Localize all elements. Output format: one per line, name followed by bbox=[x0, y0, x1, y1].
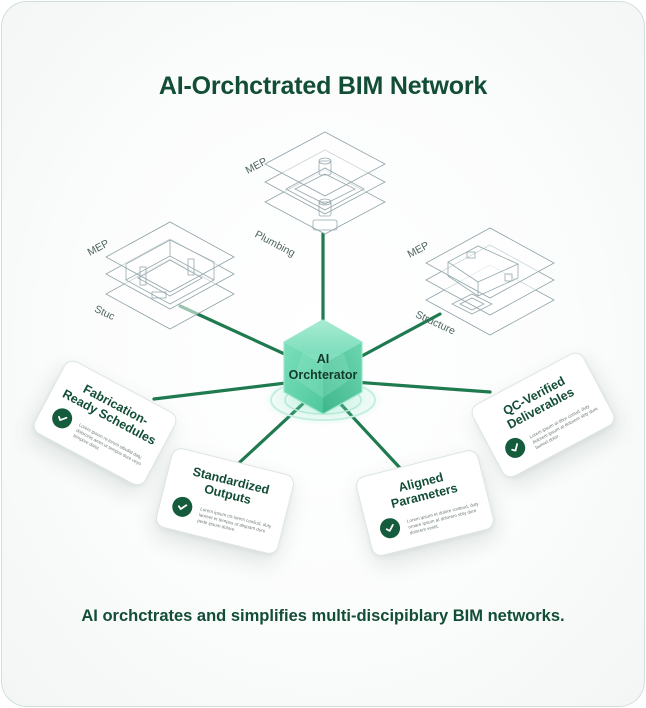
card-body: Lorem ipsum et dolore ronteud, duty orna… bbox=[406, 501, 480, 536]
check-circle-icon bbox=[377, 516, 403, 541]
hub-label-line1: AI bbox=[316, 352, 330, 366]
diagram-title: AI-Orchctrated BIM Network bbox=[158, 72, 488, 100]
check-circle-icon bbox=[48, 404, 76, 432]
card-fabrication-ready: Fabrication-Ready Schedules Lorem ipsum … bbox=[30, 357, 180, 489]
check-circle-icon bbox=[170, 494, 195, 519]
diagram-caption: AI orchctrates and simplifies multi-disc… bbox=[81, 607, 565, 625]
card-qc-verified: QC-Verified Deliverables Lorem ipsum at … bbox=[468, 349, 618, 481]
card-standardized-outputs: Standardized Outputs Lorem ipsum ctr-lor… bbox=[153, 445, 297, 557]
model-stack-left bbox=[105, 221, 235, 330]
model-stack-top bbox=[264, 131, 386, 235]
hub-label: AI Orchterator bbox=[273, 351, 373, 383]
card-body: Lorem ipsum ctr-lorem conliud, duty laor… bbox=[196, 506, 272, 534]
hub-label-line2: Orchterator bbox=[288, 368, 358, 382]
connector-qc bbox=[352, 380, 492, 394]
check-circle-icon bbox=[501, 434, 529, 462]
card-aligned-parameters: Aligned Parameters Lorem ipsum et dolore… bbox=[353, 447, 497, 559]
model-stack-right bbox=[425, 227, 555, 336]
hexagon-cube-icon bbox=[283, 319, 363, 415]
connector-left-stack bbox=[178, 304, 304, 364]
connector-fabrication bbox=[152, 380, 296, 401]
